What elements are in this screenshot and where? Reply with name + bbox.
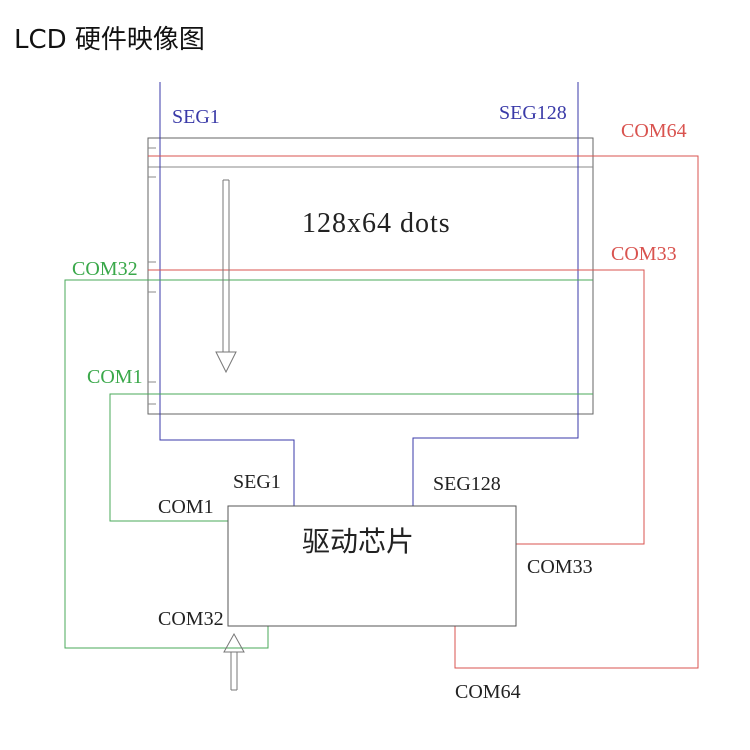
panel-com33-label: COM33 — [611, 243, 677, 265]
diagram-title: LCD 硬件映像图 — [14, 25, 205, 55]
chip-com1-label: COM1 — [158, 496, 214, 518]
chip-com32-label: COM32 — [158, 608, 224, 630]
panel-com1-label: COM1 — [87, 366, 143, 388]
lcd-left-ticks — [148, 147, 156, 405]
com33-wire — [148, 269, 645, 545]
chip-com33-label: COM33 — [527, 556, 593, 578]
panel-seg128-label: SEG128 — [499, 102, 567, 124]
scan-direction-arrow — [215, 179, 237, 374]
driver-chip-box — [227, 505, 517, 627]
panel-com32-label: COM32 — [72, 258, 138, 280]
com1-wire — [109, 393, 593, 522]
lcd-dots-label: 128x64 dots — [302, 208, 451, 239]
chip-seg1-label: SEG1 — [233, 471, 281, 493]
seg128-wire — [412, 82, 579, 506]
panel-com64-label: COM64 — [621, 120, 687, 142]
driver-chip-label: 驱动芯片 — [302, 525, 414, 558]
chip-seg128-label: SEG128 — [433, 473, 501, 495]
seg-wires — [159, 82, 579, 506]
seg1-wire — [159, 82, 295, 506]
com64-wire — [148, 155, 699, 669]
lcd-panel-frame — [147, 137, 594, 415]
panel-seg1-label: SEG1 — [172, 106, 220, 128]
com32-wire — [64, 279, 593, 649]
input-arrow — [223, 632, 245, 691]
chip-com64-label: COM64 — [455, 681, 521, 703]
